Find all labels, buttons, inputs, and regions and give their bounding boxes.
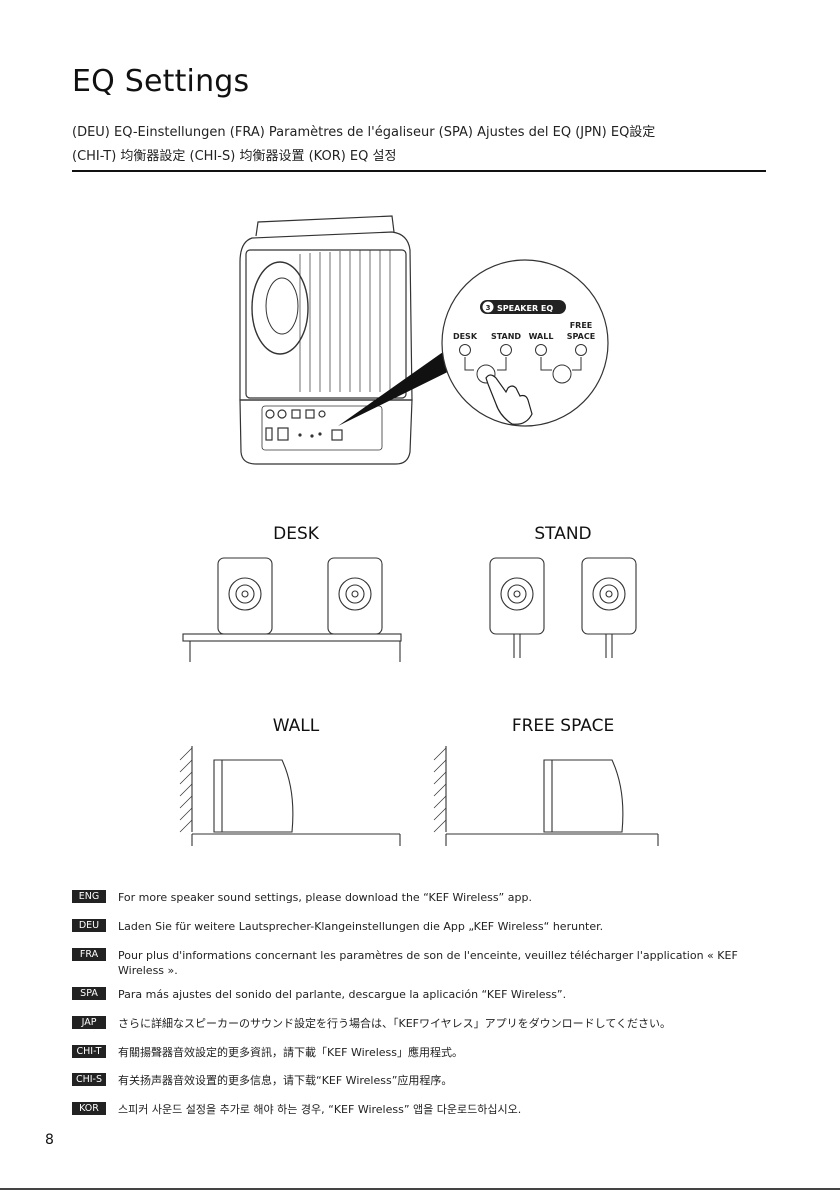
instruction-spa: SPA Para más ajustes del sonido del parl… [72, 987, 762, 1002]
page-number: 8 [45, 1132, 54, 1148]
eq-illustration: SPEAKER EQ 3 DESK STAND WALL FREE SPACE [179, 215, 659, 846]
instruction-text: 스피커 사운드 설정을 추가로 해야 하는 경우, “KEF Wireless”… [118, 1103, 522, 1116]
instruction-text: For more speaker sound settings, please … [118, 891, 532, 904]
desk-placement-illustration [182, 557, 402, 662]
caption-free-space: FREE SPACE [511, 716, 615, 736]
translated-titles-line-1: (DEU) EQ-Einstellungen (FRA) Paramètres … [72, 125, 656, 140]
page-title: EQ Settings [72, 64, 250, 99]
lang-badge: SPA [72, 987, 106, 1000]
speaker-rear-illustration [239, 215, 413, 465]
hand-icon [485, 374, 533, 425]
lang-badge: DEU [72, 919, 106, 932]
caption-stand: STAND [534, 524, 592, 544]
free-space-placement-illustration [433, 746, 659, 846]
instruction-text: Pour plus d'informations concernant les … [118, 949, 738, 977]
speaker-eq-label: SPEAKER EQ [497, 304, 553, 313]
lang-badge: CHI-S [72, 1073, 106, 1086]
eq-option-wall: WALL [529, 332, 554, 341]
instruction-text: Para más ajustes del sonido del parlante… [118, 988, 567, 1001]
footer-rule [0, 1188, 840, 1190]
instruction-fra: FRA Pour plus d'informations concernant … [72, 948, 762, 978]
step-number-badge: 3 [486, 304, 491, 312]
instruction-text: さらに詳細なスピーカーのサウンド設定を行う場合は、「KEFワイヤレス」アプリをダ… [118, 1017, 671, 1030]
instruction-deu: DEU Laden Sie für weitere Lautsprecher-K… [72, 919, 762, 934]
stand-placement-illustration [489, 557, 637, 658]
caption-desk: DESK [273, 524, 319, 544]
lang-badge: JAP [72, 1016, 106, 1029]
eq-option-free: FREE [570, 321, 593, 330]
instruction-kor: KOR 스피커 사운드 설정을 추가로 해야 하는 경우, “KEF Wirel… [72, 1102, 762, 1117]
lang-badge: ENG [72, 890, 106, 903]
header-rule [72, 170, 766, 172]
eq-option-stand: STAND [491, 332, 521, 341]
translated-titles-line-2: (CHI-T) 均衡器設定 (CHI-S) 均衡器设置 (KOR) EQ 설정 [72, 149, 397, 164]
callout-pointer [338, 340, 472, 426]
lang-badge: CHI-T [72, 1045, 106, 1058]
instruction-text: Laden Sie für weitere Lautsprecher-Klang… [118, 920, 604, 933]
instruction-text: 有關揚聲器音效設定的更多資訊，請下載「KEF Wireless」應用程式。 [118, 1046, 464, 1059]
lang-badge: KOR [72, 1102, 106, 1115]
instruction-jap: JAP さらに詳細なスピーカーのサウンド設定を行う場合は、「KEFワイヤレス」ア… [72, 1016, 762, 1031]
wall-placement-illustration [179, 746, 401, 846]
eq-selector-switches [459, 344, 587, 384]
instruction-text: 有关扬声器音效设置的更多信息，请下载“KEF Wireless”应用程序。 [118, 1074, 453, 1087]
lang-badge: FRA [72, 948, 106, 961]
speaker-eq-callout [441, 259, 609, 427]
eq-option-space: SPACE [567, 332, 595, 341]
instruction-eng: ENG For more speaker sound settings, ple… [72, 890, 762, 905]
caption-wall: WALL [272, 716, 320, 736]
instruction-chi-t: CHI-T 有關揚聲器音效設定的更多資訊，請下載「KEF Wireless」應用… [72, 1045, 762, 1060]
eq-option-desk: DESK [453, 332, 478, 341]
instruction-chi-s: CHI-S 有关扬声器音效设置的更多信息，请下载“KEF Wireless”应用… [72, 1073, 762, 1088]
